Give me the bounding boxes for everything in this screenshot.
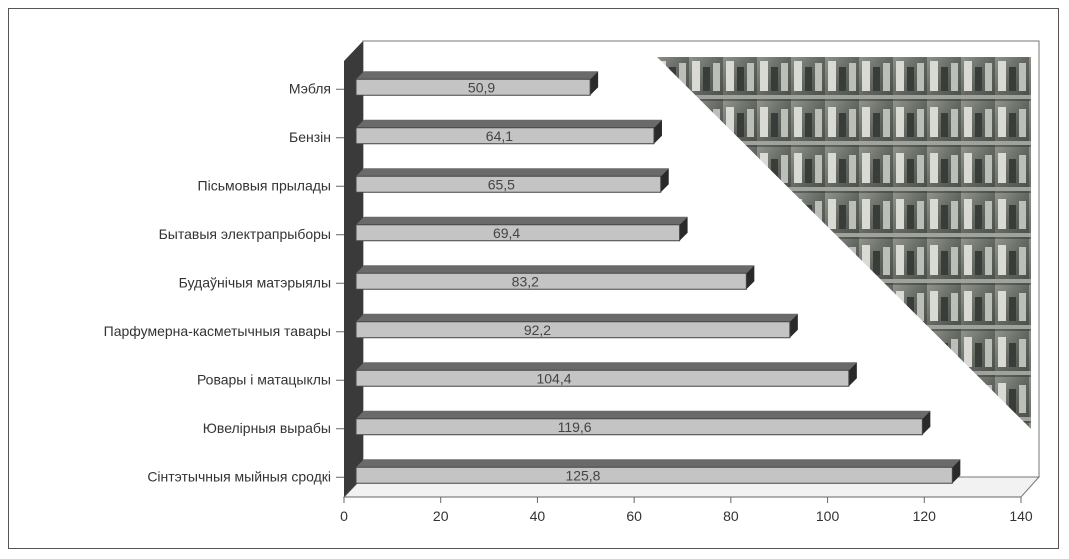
value-tick-label: 0: [340, 508, 348, 524]
bar-chart: 50,964,165,569,483,292,2104,4119,6125,8 …: [104, 40, 1041, 524]
bar-top-face: [356, 459, 961, 468]
data-label: 83,2: [512, 273, 539, 289]
data-label: 104,4: [536, 370, 571, 386]
category-label: Бензін: [289, 129, 331, 145]
category-label: Сінтэтычныя мыйныя сродкі: [147, 468, 331, 484]
bar: [355, 272, 747, 290]
bar-end-face: [746, 265, 755, 290]
bar-end-face: [848, 362, 857, 387]
bars: 50,9 64,1 65,5 69,4 83,2 92,2 104,4 119,6 125,8: [355, 71, 961, 484]
data-label: 92,2: [524, 322, 551, 338]
bar-group: 92,2: [355, 313, 798, 339]
bar: [355, 321, 791, 339]
value-tick-label: 100: [816, 508, 840, 524]
data-label: 119,6: [558, 419, 592, 435]
data-label: 125,8: [565, 467, 600, 483]
bar: [355, 127, 655, 145]
bar-top-face: [356, 216, 688, 225]
value-tick-label: 20: [433, 508, 449, 524]
value-tick-label: 60: [626, 508, 642, 524]
category-label: Будаўнічыя матэрыялы: [179, 274, 331, 290]
bar: [355, 224, 681, 242]
bar-group: 50,9: [355, 71, 599, 96]
value-tick-label: 120: [913, 508, 937, 524]
bar-group: 83,2: [355, 265, 755, 290]
bar-end-face: [922, 410, 931, 435]
bar-group: 64,1: [355, 119, 662, 145]
bar-top-face: [356, 71, 599, 80]
bar: [355, 78, 591, 96]
value-axis-ticks: 0 20 40 60 80 100 120 140: [340, 497, 1033, 524]
value-tick-label: 80: [723, 508, 739, 524]
bar-end-face: [679, 216, 688, 241]
bar-group: 125,8: [355, 459, 961, 484]
bar-end-face: [660, 168, 669, 193]
bar-top-face: [356, 168, 669, 177]
bar-top-face: [356, 362, 857, 371]
bar-group: 104,4: [355, 362, 857, 387]
bar-group: 69,4: [355, 216, 688, 242]
category-label: Ювелірныя вырабы: [203, 420, 331, 436]
bar: [355, 175, 662, 193]
value-tick-label: 140: [1009, 508, 1033, 524]
store-shelf-photo: [657, 57, 1031, 429]
bar-group: 119,6: [355, 410, 931, 436]
bar-end-face: [653, 119, 662, 144]
data-label: 64,1: [486, 128, 513, 144]
bar-top-face: [356, 265, 755, 274]
category-label: Ровары і матацыклы: [197, 371, 331, 387]
bar-top-face: [356, 119, 662, 128]
bar-end-face: [789, 313, 798, 338]
category-label: Бытавыя электрапрыборы: [159, 226, 331, 242]
bar-end-face: [952, 459, 961, 484]
bar: [355, 369, 850, 387]
category-label: Парфумерна-касметычныя тавары: [104, 323, 331, 339]
data-label: 50,9: [468, 79, 495, 95]
bar-group: 65,5: [355, 168, 669, 193]
bar-top-face: [356, 410, 931, 419]
bar-end-face: [590, 71, 599, 96]
bar: [355, 466, 953, 484]
value-tick-label: 40: [530, 508, 546, 524]
data-label: 69,4: [493, 225, 520, 241]
category-label: Мэбля: [289, 80, 331, 96]
bar: [355, 418, 923, 436]
category-label: Пісьмовыя прылады: [198, 177, 331, 193]
data-label: 65,5: [488, 176, 515, 192]
bar-top-face: [356, 313, 798, 322]
